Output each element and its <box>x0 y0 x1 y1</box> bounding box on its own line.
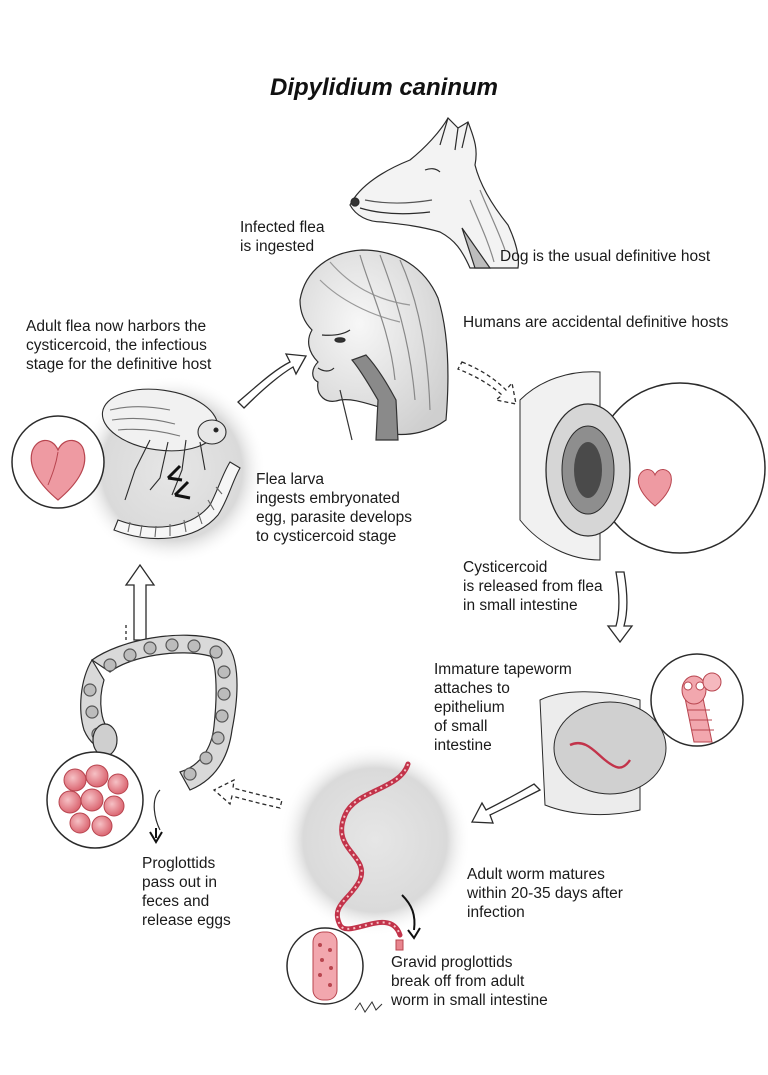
flea-larva-illustration <box>113 461 241 540</box>
label-dog-host: Dog is the usual definitive host <box>500 248 711 265</box>
label-adult-flea: Adult flea now harbors the cysticercoid,… <box>26 318 212 373</box>
intestine-release-panel <box>519 371 766 561</box>
arrow-adult-to-colon <box>212 778 283 809</box>
arrow-flea-to-human <box>237 353 308 409</box>
intestine-attachment-panel <box>539 653 744 816</box>
arrow-human-to-intestine <box>457 361 517 405</box>
label-flea-larva: Flea larva ingests embryonated egg, para… <box>256 471 412 545</box>
adult-worm-panel <box>279 744 471 1005</box>
scolex-illustration <box>681 672 722 743</box>
larva-ingest-arrow <box>173 480 191 500</box>
cysticercoid-inset <box>11 415 105 509</box>
arrow-colon-to-flea <box>124 563 156 641</box>
diagram-title: Dipylidium caninum <box>269 74 499 101</box>
arrow-intestine-to-adult <box>470 783 542 824</box>
gravid-proglottid <box>312 931 338 1001</box>
released-cysticercoid-heart <box>637 469 672 507</box>
colon-illustration <box>80 634 238 831</box>
child-head-illustration <box>299 249 449 441</box>
dog-head-illustration <box>349 117 520 269</box>
label-adult-worm: Adult worm matures within 20-35 days aft… <box>467 866 623 921</box>
label-infected-flea: Infected flea is ingested <box>240 219 325 255</box>
label-proglottids-pass: Proglottids pass out in feces and releas… <box>142 855 231 929</box>
artist-signature <box>354 1001 383 1013</box>
label-humans-host: Humans are accidental definitive hosts <box>463 314 729 331</box>
arrow-cysticercoid-down <box>606 571 634 644</box>
flea-illustration <box>101 388 227 501</box>
egg-packets-inset <box>46 751 144 849</box>
cysticercoid-heart <box>30 439 86 501</box>
cycle-arrows <box>124 353 634 824</box>
label-gravid-proglottids: Gravid proglottids break off from adult … <box>391 954 548 1009</box>
label-cysticercoid-released: Cysticercoid is released from flea in sm… <box>463 559 603 614</box>
flea-panel <box>78 376 266 564</box>
label-immature-tapeworm: Immature tapeworm attaches to epithelium… <box>434 661 572 754</box>
